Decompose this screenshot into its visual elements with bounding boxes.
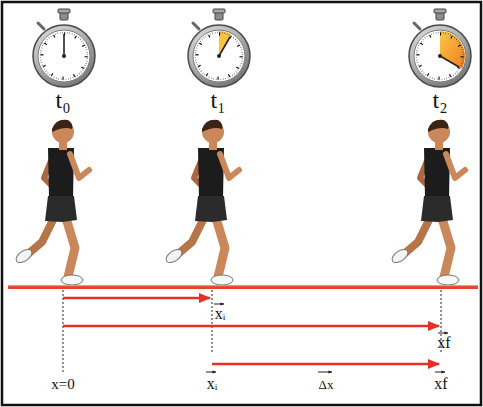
displacement-label: Δx — [319, 378, 334, 391]
runner — [14, 120, 89, 285]
guide-line — [63, 290, 64, 372]
guide-line — [212, 290, 213, 352]
vector-mark — [214, 304, 224, 305]
runner — [390, 120, 465, 285]
position-label: xf — [437, 335, 450, 351]
vector-mark — [318, 372, 332, 373]
position-arrow — [63, 297, 210, 300]
stopwatch — [188, 9, 250, 87]
position-label: xᵢ — [207, 376, 218, 392]
vector-mark — [206, 372, 216, 373]
origin-label: x=0 — [51, 377, 74, 392]
position-label: xf — [434, 376, 447, 392]
time-label: t₂ — [432, 88, 447, 112]
time-label: t₁ — [210, 88, 225, 112]
position-arrow — [63, 325, 439, 328]
stopwatch — [33, 9, 95, 87]
position-label: xᵢ — [215, 306, 226, 322]
time-label: t₀ — [55, 88, 70, 112]
runner — [164, 120, 239, 285]
displacement-arrow — [212, 363, 439, 366]
vector-mark — [438, 333, 448, 334]
track-line — [8, 285, 478, 289]
vector-mark — [435, 372, 445, 373]
stopwatch — [409, 9, 471, 87]
